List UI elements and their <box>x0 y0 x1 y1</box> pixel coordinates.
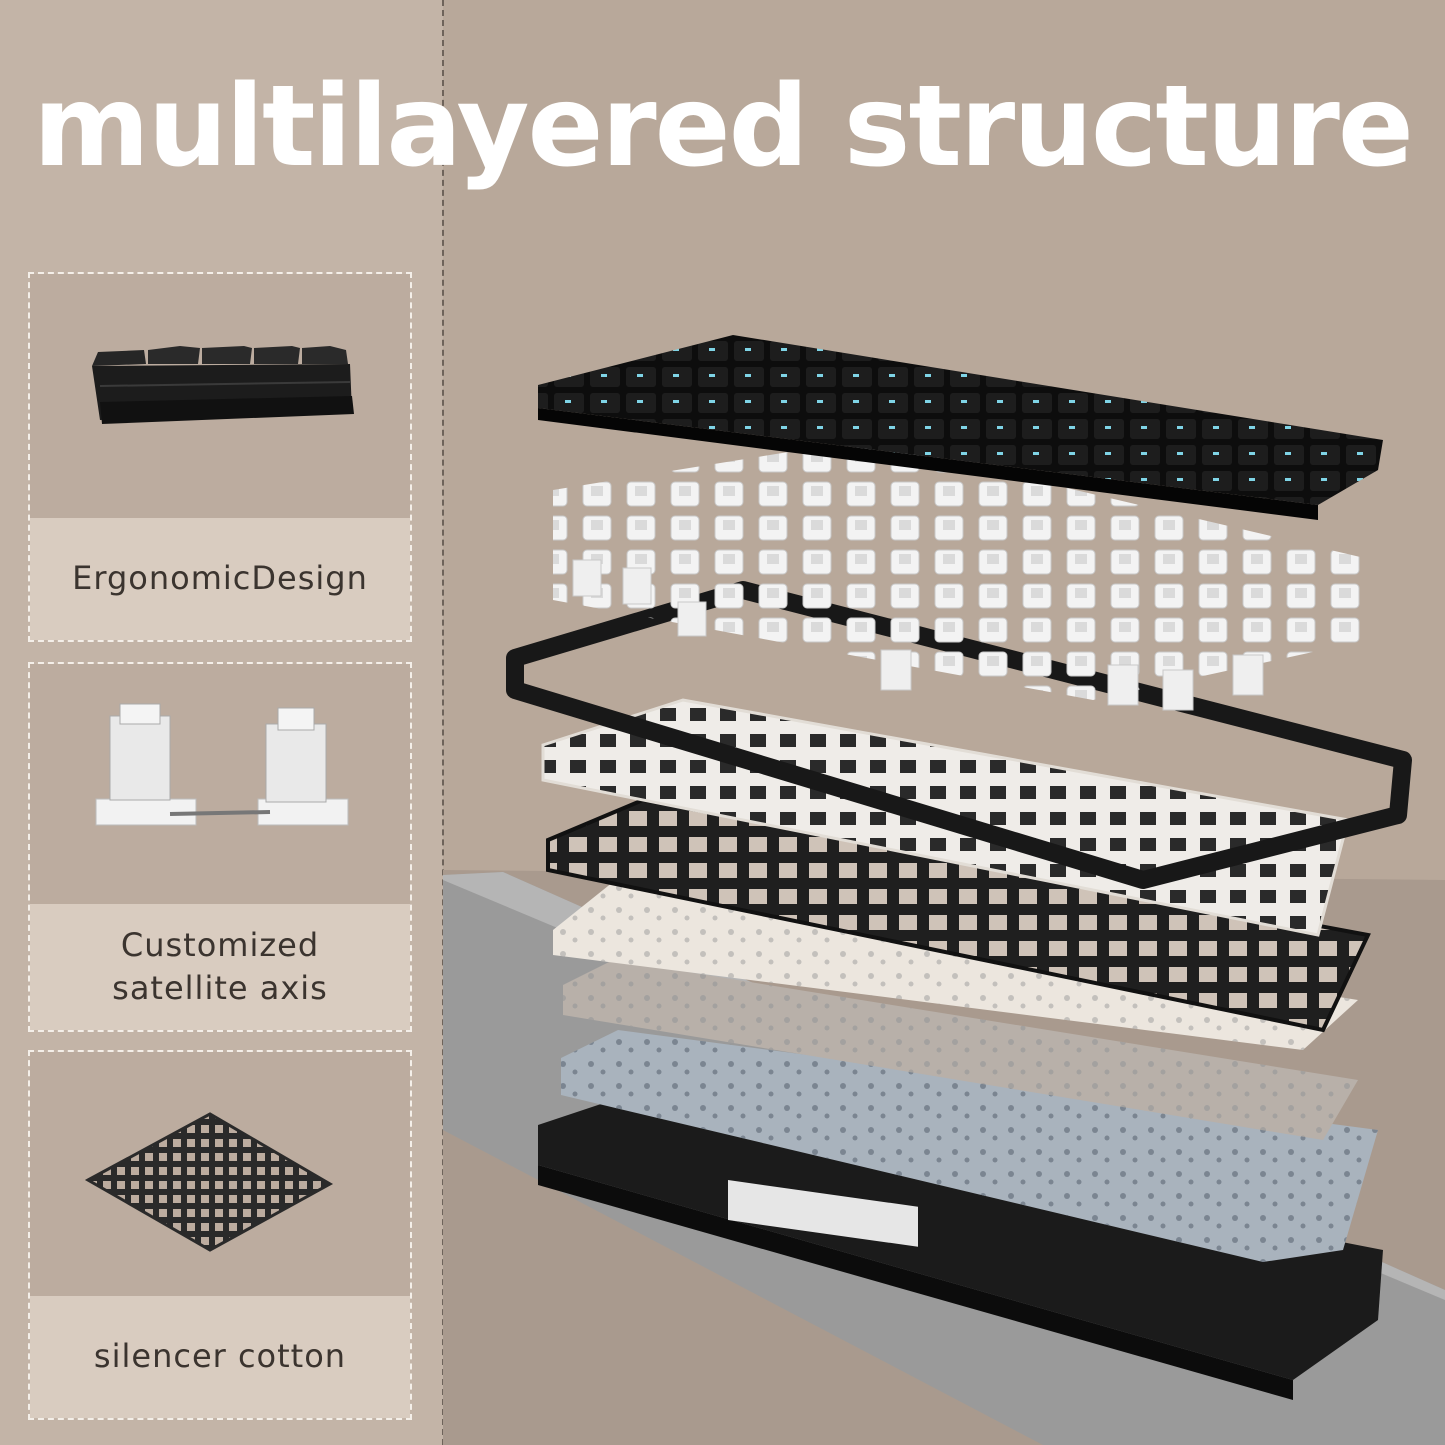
dashed-divider <box>442 0 444 1445</box>
card-label-area: ErgonomicDesign <box>30 518 410 640</box>
card-label: Customized satellite axis <box>112 925 328 1007</box>
page-title: multilayered structure <box>33 62 1414 192</box>
exploded-keyboard-illustration <box>506 335 1412 1400</box>
card-label: ErgonomicDesign <box>72 559 368 598</box>
feature-card-ergonomic: ErgonomicDesign <box>28 272 412 642</box>
feature-card-stabilizer: Customized satellite axis <box>28 662 412 1032</box>
card-label: silencer cotton <box>93 1337 347 1376</box>
card-label-area: silencer cotton <box>30 1296 410 1418</box>
foam-plate-icon <box>84 1112 334 1252</box>
feature-card-silencer: silencer cotton <box>28 1050 412 1420</box>
card-label-area: Customized satellite axis <box>30 904 410 1030</box>
keyboard-side-icon <box>92 346 354 424</box>
stabilizer-icon <box>95 703 349 826</box>
card-image-area <box>30 664 410 904</box>
